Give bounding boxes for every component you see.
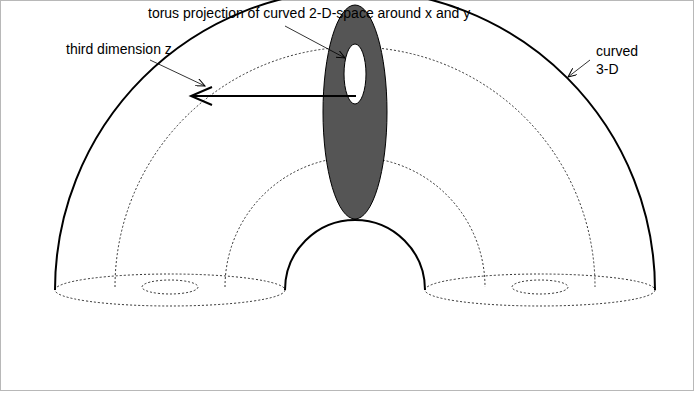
annotation-label: curved 3-D (596, 42, 650, 78)
torus-disc (323, 5, 387, 219)
leader-line (150, 60, 205, 86)
leader-line (285, 26, 345, 58)
cross-section-hole (512, 280, 568, 294)
inner-arc (285, 220, 425, 290)
z-arrowhead (191, 87, 212, 105)
cross-section (425, 274, 655, 306)
leader-line (568, 60, 590, 77)
outer-arc (55, 0, 655, 290)
annotation-label: third dimension z (66, 40, 172, 58)
cross-section-hole (142, 280, 198, 294)
annotation-label: torus projection of curved 2-D-space aro… (148, 4, 470, 22)
cross-section (55, 274, 285, 306)
z-arrow (192, 95, 356, 97)
